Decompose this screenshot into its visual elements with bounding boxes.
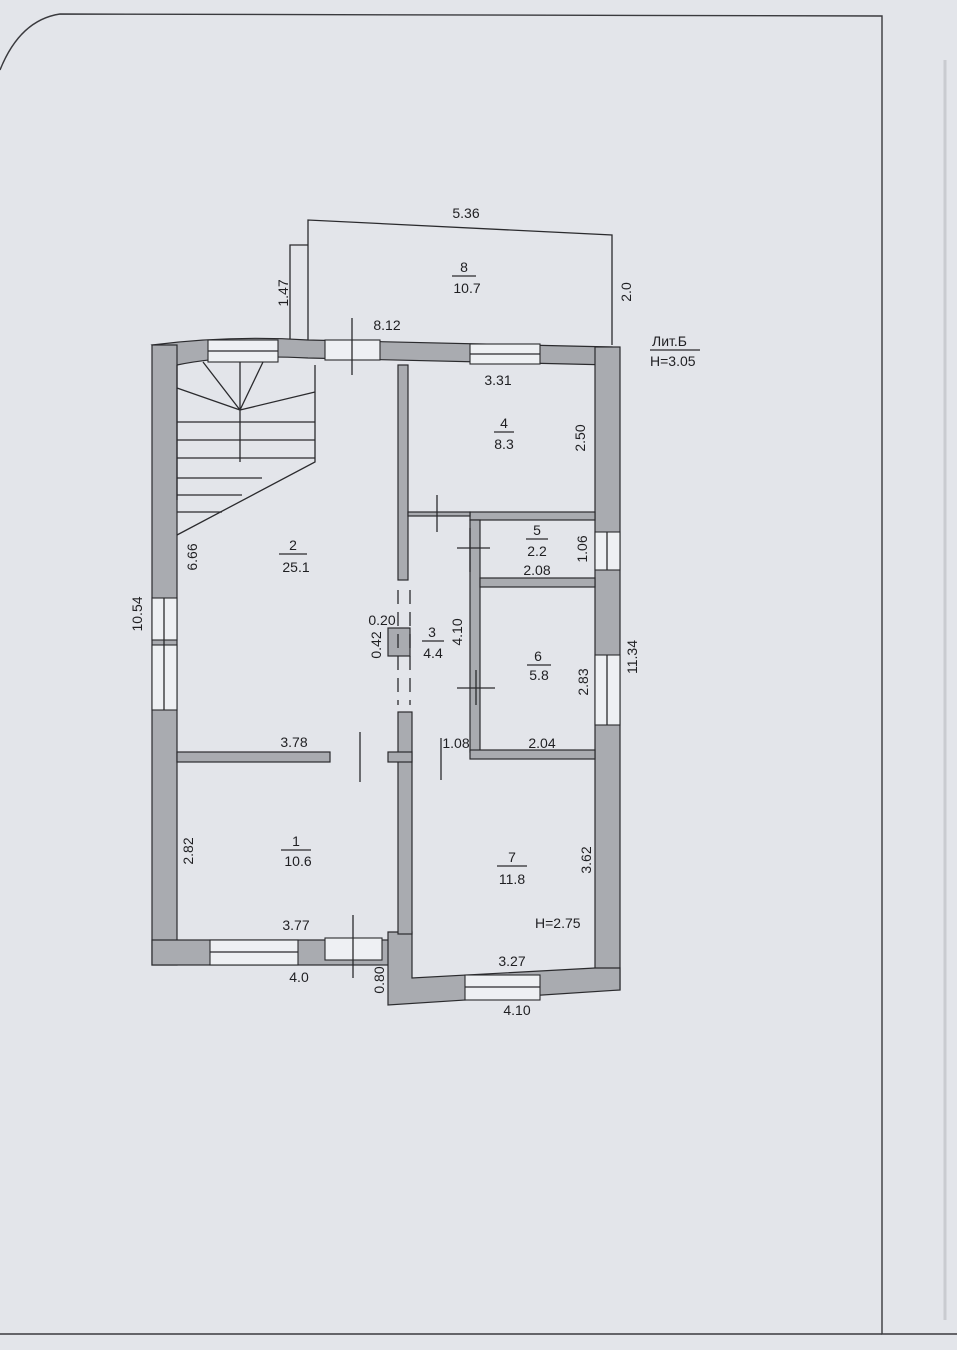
svg-text:3.31: 3.31 [484,372,511,388]
interior-walls [176,364,596,935]
svg-text:3.77: 3.77 [282,917,309,933]
svg-text:1.08: 1.08 [442,735,469,751]
room-height: H=2.75 [535,915,581,931]
dimension-labels: 5.36 2.0 1.47 8.12 3.31 2.50 6.66 10.54 … [129,205,640,1018]
svg-text:0.42: 0.42 [368,631,384,658]
svg-text:10.7: 10.7 [453,280,480,296]
column [387,627,411,657]
svg-text:1: 1 [292,833,300,849]
svg-text:25.1: 25.1 [282,559,309,575]
svg-text:2.50: 2.50 [572,424,588,451]
svg-text:10.54: 10.54 [129,596,145,631]
svg-text:2.04: 2.04 [528,735,555,751]
svg-text:3: 3 [428,624,436,640]
svg-text:8.3: 8.3 [494,436,514,452]
svg-text:6.66: 6.66 [184,543,200,570]
room-7-label: 711.8 [497,849,527,887]
svg-text:4.10: 4.10 [503,1002,530,1018]
svg-text:1.47: 1.47 [275,279,291,306]
building-height: H=3.05 [650,353,696,369]
svg-text:11.34: 11.34 [624,640,640,674]
room-3-label: 34.4 [422,624,444,661]
svg-text:5.8: 5.8 [529,667,549,683]
svg-text:7: 7 [508,849,516,865]
room-4-label: 48.3 [494,415,514,452]
svg-text:2.83: 2.83 [575,668,591,695]
svg-text:1.06: 1.06 [574,535,590,562]
svg-text:10.6: 10.6 [284,853,311,869]
room-8-label: 810.7 [452,259,481,296]
room-6-label: 65.8 [527,648,551,683]
svg-text:4.0: 4.0 [289,969,309,985]
svg-text:3.62: 3.62 [578,846,594,873]
svg-text:2.0: 2.0 [618,282,634,302]
balcony-room-8 [289,219,613,345]
room-1-label: 110.6 [281,833,312,869]
building-label: Лит.Б [652,333,687,349]
svg-text:4: 4 [500,415,508,431]
svg-text:3.27: 3.27 [498,953,525,969]
openings [151,318,621,1001]
svg-text:2.08: 2.08 [523,562,550,578]
svg-text:3.78: 3.78 [280,734,307,750]
svg-text:8: 8 [460,259,468,275]
svg-text:2.82: 2.82 [180,837,196,864]
exterior-walls [150,337,621,1006]
svg-text:4.4: 4.4 [423,645,443,661]
svg-text:5: 5 [533,522,541,538]
staircase [176,361,316,536]
svg-text:2.2: 2.2 [527,543,547,559]
svg-text:2: 2 [289,537,297,553]
room-2-label: 225.1 [279,537,310,575]
svg-text:11.8: 11.8 [499,871,525,887]
svg-text:8.12: 8.12 [373,317,400,333]
svg-text:0.80: 0.80 [371,966,387,993]
sheet-frame [0,13,957,1335]
svg-text:5.36: 5.36 [452,205,479,221]
room-labels: 810.7 48.3 52.2 225.1 34.4 65.8 110.6 71… [279,259,700,931]
svg-text:0.20: 0.20 [368,612,395,628]
svg-text:4.10: 4.10 [449,618,465,645]
svg-text:6: 6 [534,648,542,664]
room-5-label: 52.2 [526,522,548,559]
